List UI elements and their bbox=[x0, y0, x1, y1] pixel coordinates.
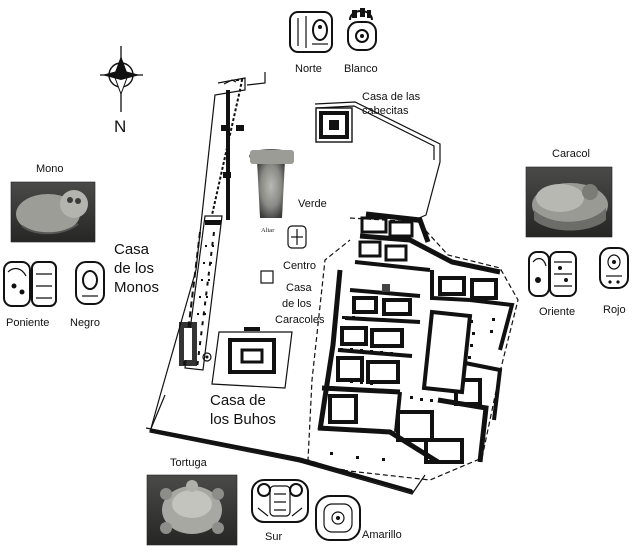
label-caracoles-2: de los bbox=[282, 298, 312, 310]
blanco-glyph-icon bbox=[347, 8, 377, 51]
plaza-grid bbox=[197, 245, 214, 315]
centro-glyph-icon bbox=[287, 225, 307, 249]
label-monos-1: Casa bbox=[114, 241, 150, 258]
label-poniente: Poniente bbox=[6, 317, 49, 329]
north-letter: N bbox=[114, 117, 126, 136]
label-blanco: Blanco bbox=[344, 63, 378, 75]
label-caracoles-3: Caracoles bbox=[275, 314, 325, 326]
site-boundary bbox=[145, 72, 441, 495]
tortuga-photo bbox=[146, 474, 238, 546]
poniente-glyph-icon bbox=[3, 261, 57, 307]
west-wall-details bbox=[221, 90, 244, 220]
amarillo-glyph-icon bbox=[315, 495, 361, 541]
building-caracol-complex bbox=[307, 211, 519, 481]
altar-photo: Altar bbox=[249, 149, 294, 234]
label-buhos-1: Casa de bbox=[210, 392, 266, 409]
label-oriente: Oriente bbox=[539, 306, 575, 318]
label-mono: Mono bbox=[36, 163, 64, 175]
label-caracoles-1: Casa bbox=[286, 282, 313, 294]
label-negro: Negro bbox=[70, 317, 100, 329]
sur-glyph-icon bbox=[251, 479, 309, 523]
norte-glyph-icon bbox=[289, 11, 333, 53]
label-buhos-2: los Buhos bbox=[210, 411, 276, 428]
building-casa-de-los-monos bbox=[179, 215, 223, 371]
label-amarillo: Amarillo bbox=[362, 529, 402, 541]
north-arrow: N bbox=[100, 46, 143, 136]
altar-label: Altar bbox=[261, 227, 275, 234]
label-tortuga: Tortuga bbox=[170, 457, 208, 469]
label-caracol: Caracol bbox=[552, 148, 590, 160]
label-monos-2: de los bbox=[114, 260, 154, 277]
label-cabecitas-2: cabecitas bbox=[362, 105, 409, 117]
label-centro: Centro bbox=[283, 260, 316, 272]
caracol-photo bbox=[525, 166, 613, 238]
label-cabecitas-1: Casa de las bbox=[362, 91, 421, 103]
label-sur: Sur bbox=[265, 531, 282, 543]
label-rojo: Rojo bbox=[603, 304, 626, 316]
label-monos-3: Monos bbox=[114, 279, 159, 296]
oriente-glyph-icon bbox=[528, 251, 577, 297]
negro-glyph-icon bbox=[75, 261, 105, 305]
label-norte: Norte bbox=[295, 63, 322, 75]
mono-photo bbox=[10, 181, 96, 243]
building-casa-de-los-buhos bbox=[211, 327, 293, 389]
plaza-marker bbox=[260, 270, 274, 284]
label-verde: Verde bbox=[298, 198, 327, 210]
rojo-glyph-icon bbox=[599, 247, 629, 289]
building-casa-de-las-cabecitas bbox=[315, 107, 353, 143]
